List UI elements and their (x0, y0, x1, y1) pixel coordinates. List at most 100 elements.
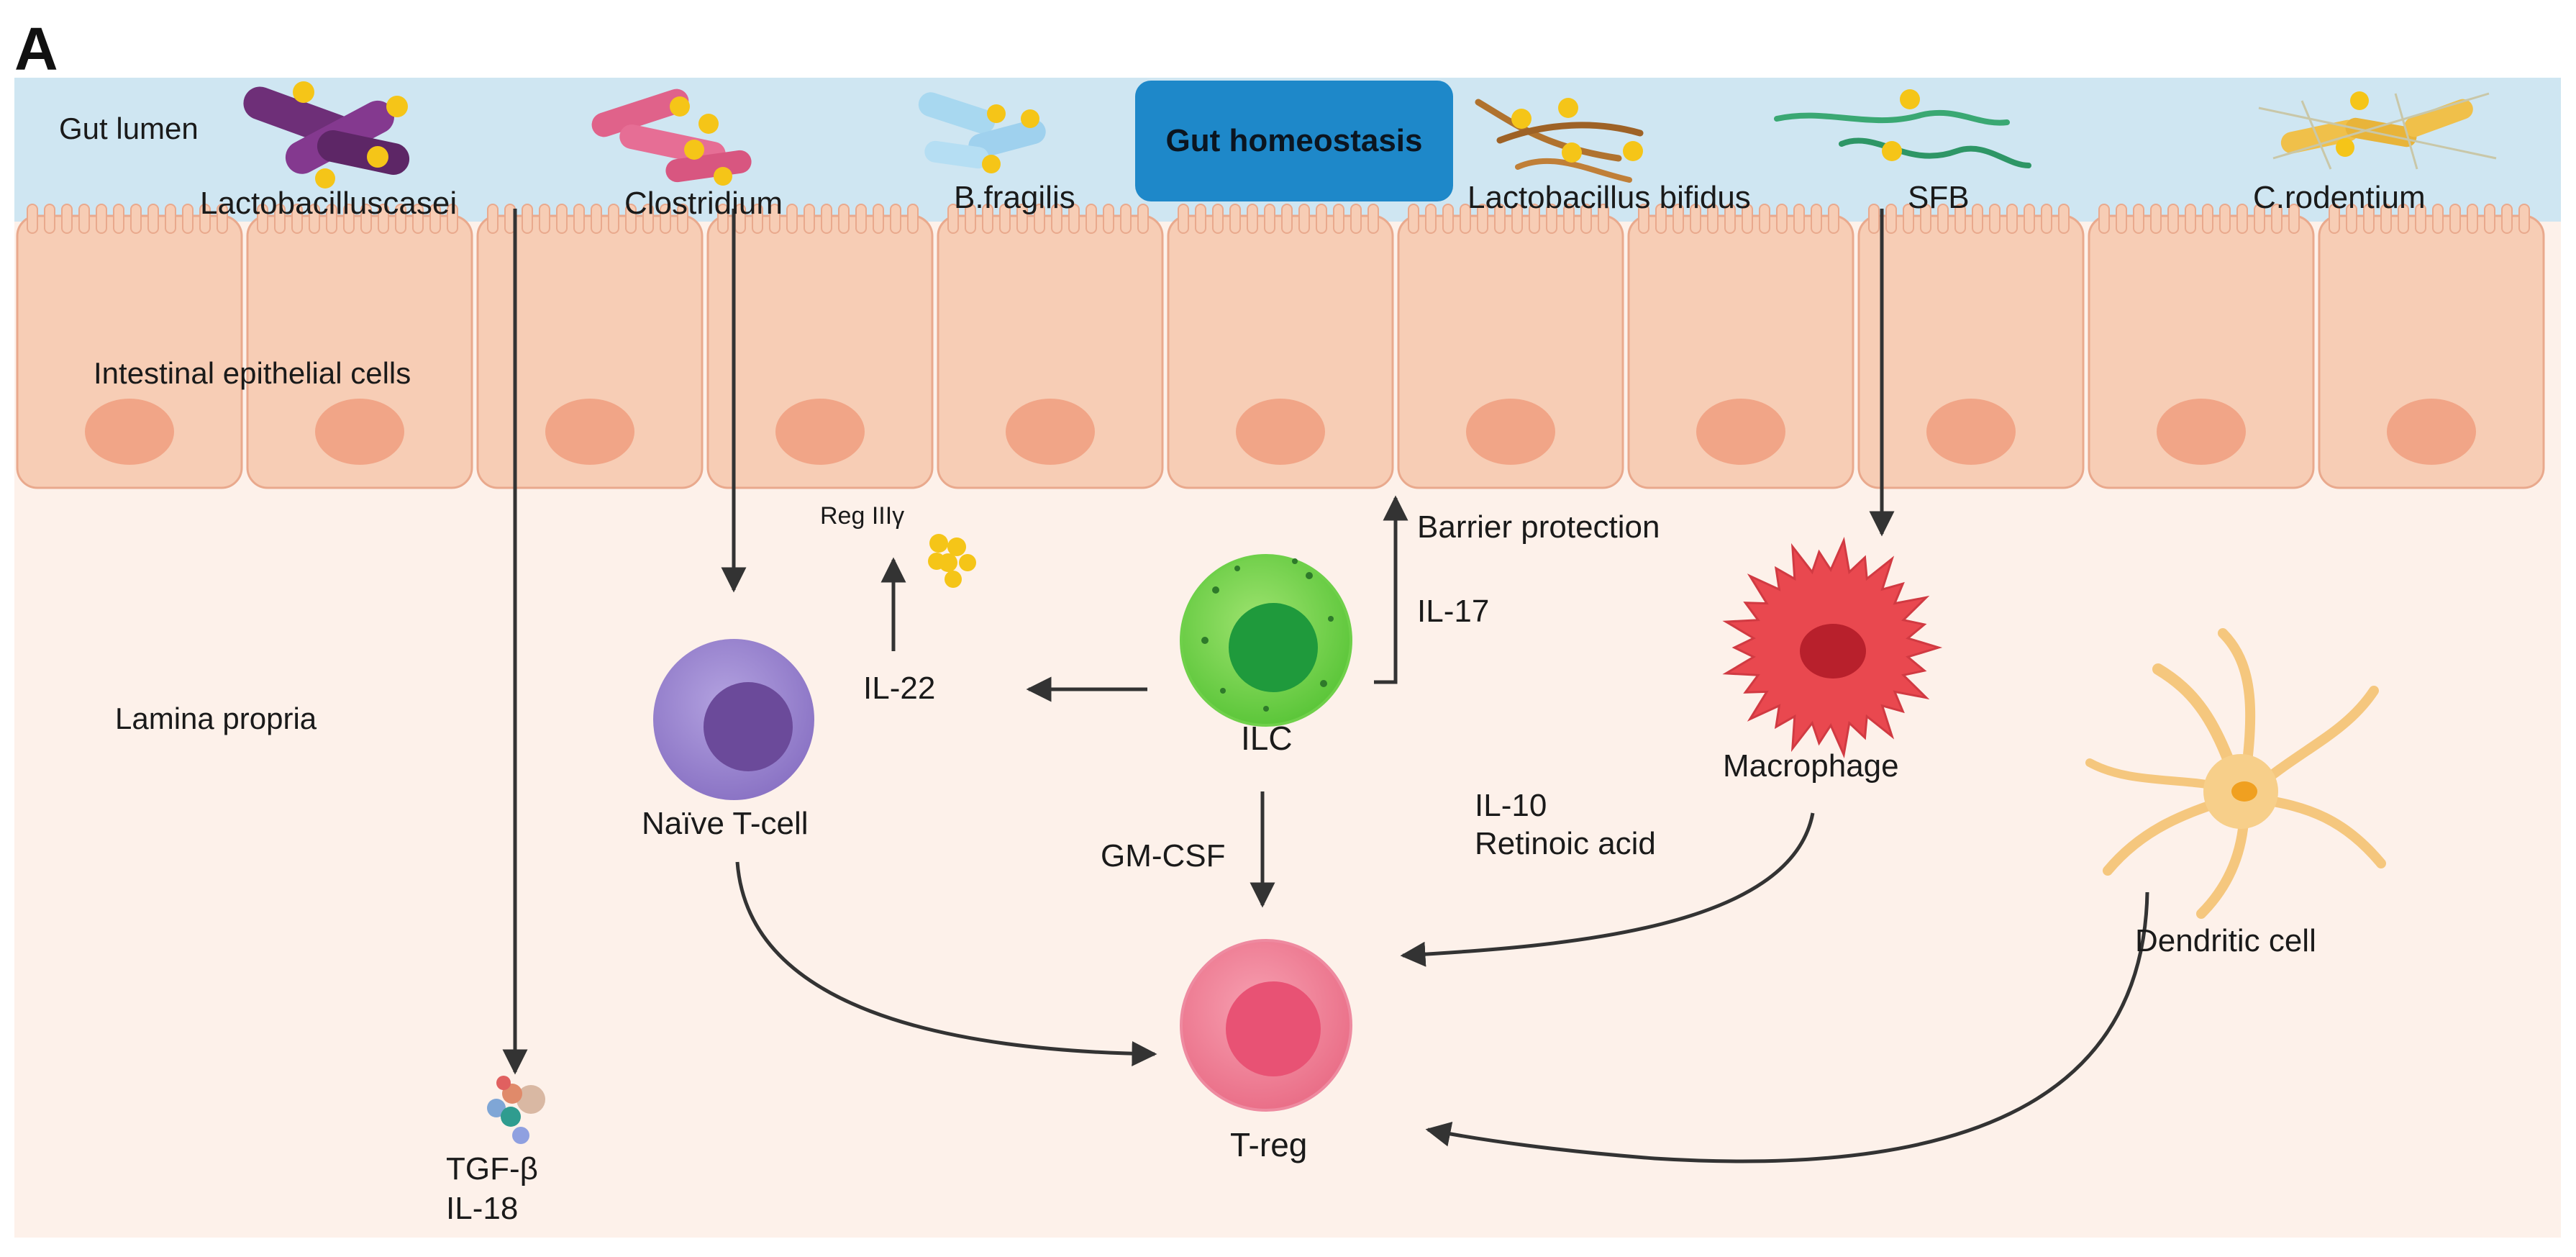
microvillus (2380, 204, 2392, 234)
microvillus (907, 204, 919, 234)
label-crodentium: C.rodentium (2253, 180, 2426, 215)
microvillus (2116, 204, 2127, 234)
microvillus (1367, 204, 1379, 234)
microvillus (2518, 204, 2530, 234)
microvillus (2219, 204, 2231, 234)
microvillus (556, 204, 568, 234)
label-il18: IL-18 (446, 1191, 519, 1226)
microvillus (2467, 204, 2478, 234)
microvillus (1989, 204, 2001, 234)
microvillus (326, 204, 337, 234)
microvillus (1868, 204, 1880, 234)
epithelial-nucleus (1696, 399, 1785, 465)
microvillus (1137, 204, 1149, 234)
microvillus (1178, 204, 1189, 234)
microvillus (78, 204, 90, 234)
microvillus (1086, 204, 1097, 234)
microvillus (677, 204, 688, 234)
microvillus (1316, 204, 1327, 234)
microvillus (2449, 204, 2461, 234)
microvillus (1120, 204, 1132, 234)
microvillus (1460, 204, 1471, 234)
microvillus (1408, 204, 1419, 234)
microvillus (291, 204, 303, 234)
arrow-naive-to-treg (735, 861, 1157, 1066)
label-il17: IL-17 (1417, 594, 1490, 629)
microvillus (982, 204, 993, 234)
microvillus (804, 204, 815, 234)
microvillus (890, 204, 901, 234)
microvillus (1212, 204, 1224, 234)
microvillus (999, 204, 1011, 234)
panel-letter: A (14, 15, 58, 83)
label-retinoic-acid: Retinoic acid (1475, 826, 1656, 861)
microvillus (2329, 204, 2340, 234)
label-lactobacillus-bifidus: Lactobacillus bifidus (1467, 180, 1751, 215)
microvillus (147, 204, 159, 234)
microvillus (1229, 204, 1241, 234)
label-treg: T-reg (1230, 1126, 1308, 1163)
microvillus (2024, 204, 2035, 234)
microvillus (1068, 204, 1080, 234)
epithelial-layer (16, 204, 2545, 489)
microvillus (1298, 204, 1310, 234)
microvillus (2398, 204, 2409, 234)
microvillus (2432, 204, 2444, 234)
epithelial-cell (1627, 214, 1854, 489)
microvillus (274, 204, 286, 234)
label-sfb: SFB (1908, 180, 1970, 215)
bacteria-lactobacilluscasei (243, 81, 410, 189)
naive-t-cell (653, 639, 814, 800)
microvillus (1655, 204, 1667, 234)
microvillus (1672, 204, 1684, 234)
microvillus (573, 204, 585, 234)
microvillus (1494, 204, 1506, 234)
label-barrier-protection: Barrier protection (1417, 509, 1660, 545)
epithelial-nucleus (545, 399, 634, 465)
label-naive-t-cell: Naïve T-cell (642, 806, 809, 841)
microvillus (412, 204, 424, 234)
microvillus (2058, 204, 2070, 234)
microvillus (165, 204, 176, 234)
microvillus (1885, 204, 1897, 234)
microvillus (625, 204, 637, 234)
microvillus (96, 204, 107, 234)
microvillus (2363, 204, 2375, 234)
microvillus (447, 204, 458, 234)
microvillus (1742, 204, 1753, 234)
microvillus (1759, 204, 1770, 234)
microvillus (591, 204, 602, 234)
microvillus (2501, 204, 2513, 234)
microvillus (1690, 204, 1701, 234)
microvillus (1264, 204, 1275, 234)
epithelial-cell (16, 214, 243, 489)
label-il10: IL-10 (1475, 788, 1547, 823)
epithelial-nucleus (2157, 399, 2246, 465)
epithelial-cell (937, 214, 1164, 489)
microvillus (360, 204, 372, 234)
microvillus (217, 204, 228, 234)
label-macrophage: Macrophage (1723, 748, 1899, 784)
microvillus (965, 204, 976, 234)
microvillus (2288, 204, 2300, 234)
microvillus (608, 204, 619, 234)
microvillus (2133, 204, 2144, 234)
ilc-cell (1180, 554, 1352, 727)
epithelial-cell (1397, 214, 1624, 489)
gut-homeostasis-box: Gut homeostasis (1135, 81, 1453, 201)
bacteria-bfragilis (918, 92, 1046, 173)
reg3-granules (928, 534, 976, 588)
microvillus (343, 204, 355, 234)
microvillus (1195, 204, 1206, 234)
microvillus (1281, 204, 1293, 234)
epithelial-nucleus (2387, 399, 2476, 465)
microvillus (522, 204, 533, 234)
epithelial-nucleus (315, 399, 404, 465)
microvillus (1638, 204, 1649, 234)
microvillus (786, 204, 798, 234)
microvillus (1972, 204, 1983, 234)
microvillus (855, 204, 867, 234)
microvillus (1920, 204, 1931, 234)
label-reg3-gamma: Reg IIIγ (820, 502, 905, 530)
